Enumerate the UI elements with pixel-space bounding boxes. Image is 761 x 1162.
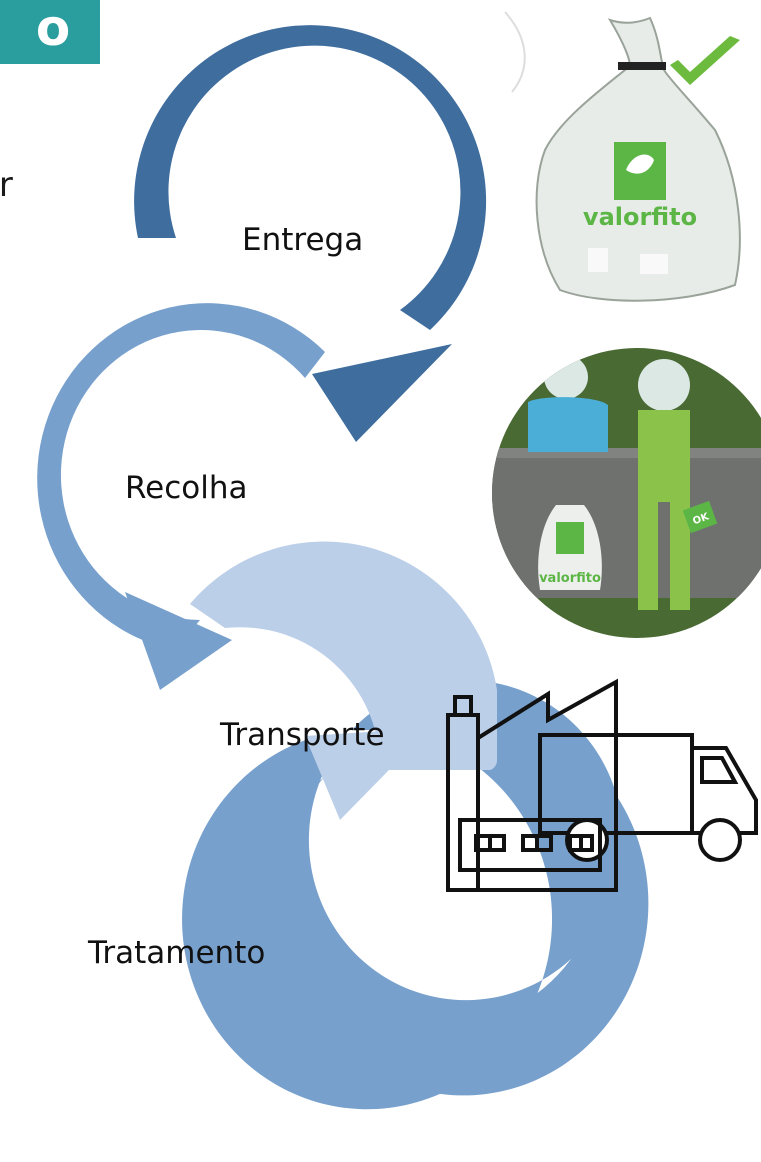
title-fragment: o: [0, 0, 100, 64]
arrowhead-entrega: [312, 344, 452, 442]
step-label-transporte: Transporte: [220, 717, 385, 753]
step-label-entrega: Entrega: [242, 222, 364, 258]
collection-point-icon: OK valorfito: [492, 348, 761, 638]
arrowhead-recolha: [125, 592, 232, 690]
ring-transporte: [190, 541, 498, 770]
ring-tratamento: [182, 680, 623, 1110]
step-label-recolha: Recolha: [125, 470, 248, 506]
ring-recolha: [37, 303, 326, 650]
arrowhead-transporte: [305, 728, 430, 820]
bag-logo-text: valorfito: [583, 203, 697, 231]
circle-logo-text: valorfito: [539, 571, 601, 586]
ring-entrega: [134, 25, 487, 331]
step-label-tratamento: Tratamento: [88, 935, 266, 971]
factory-icon: [446, 678, 618, 892]
valorfito-bag-icon: valorfito: [504, 11, 741, 302]
side-text-fragment: ar: [0, 165, 13, 205]
arrow-tratamento: [278, 697, 649, 1096]
